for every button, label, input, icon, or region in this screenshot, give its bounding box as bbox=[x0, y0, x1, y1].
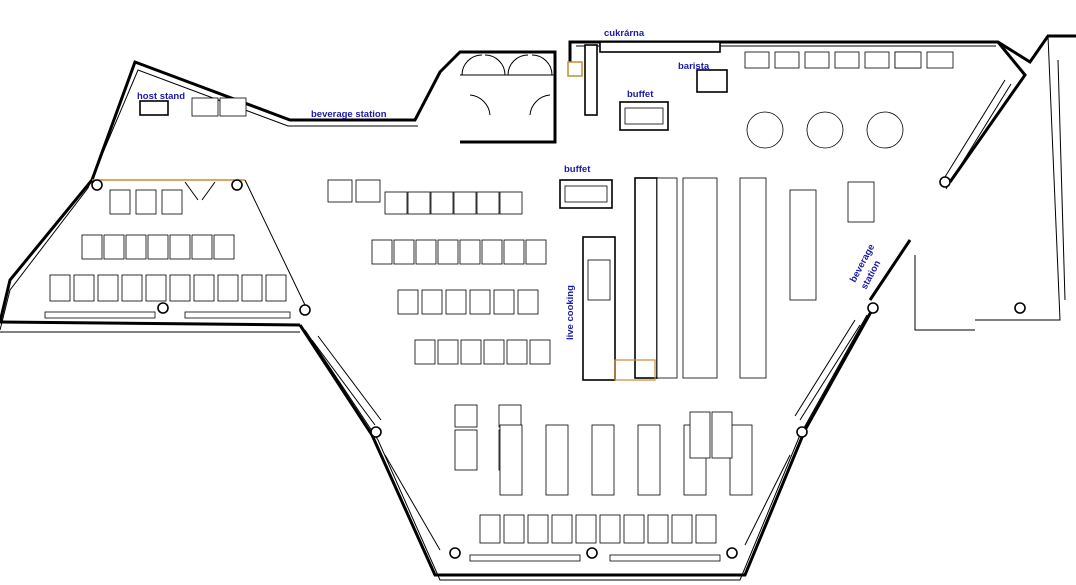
table bbox=[529, 339, 551, 365]
table bbox=[430, 191, 454, 215]
table bbox=[445, 289, 467, 315]
table bbox=[623, 514, 645, 544]
table bbox=[265, 274, 287, 302]
dining-tables bbox=[49, 51, 954, 544]
table bbox=[453, 191, 477, 215]
table bbox=[414, 339, 436, 365]
table bbox=[527, 514, 549, 544]
table bbox=[49, 274, 71, 302]
table bbox=[689, 411, 711, 459]
table bbox=[73, 274, 95, 302]
table bbox=[371, 239, 393, 265]
table bbox=[125, 234, 147, 260]
entrance-doors bbox=[184, 54, 555, 201]
label-cukrarna: cukrárna bbox=[604, 28, 645, 39]
table bbox=[454, 429, 478, 471]
table bbox=[506, 339, 528, 365]
table bbox=[498, 404, 522, 428]
table bbox=[744, 51, 770, 69]
table bbox=[81, 234, 103, 260]
table bbox=[575, 514, 597, 544]
table bbox=[804, 51, 830, 69]
table bbox=[393, 239, 415, 265]
table bbox=[407, 191, 431, 215]
table bbox=[437, 239, 459, 265]
table bbox=[161, 189, 183, 215]
table bbox=[103, 234, 125, 260]
label-beverage-station-top: beverage station bbox=[311, 109, 387, 120]
table bbox=[479, 514, 501, 544]
table bbox=[517, 289, 539, 315]
table bbox=[481, 239, 503, 265]
table bbox=[217, 274, 239, 302]
table bbox=[241, 274, 263, 302]
table bbox=[695, 514, 717, 544]
label-host-stand: host stand bbox=[137, 91, 185, 102]
table bbox=[864, 51, 890, 69]
table bbox=[503, 239, 525, 265]
label-buffet-mid: buffet bbox=[564, 164, 591, 175]
live-cooking-station bbox=[582, 177, 678, 381]
table bbox=[459, 239, 481, 265]
table bbox=[551, 514, 573, 544]
table bbox=[145, 274, 167, 302]
label-barista: barista bbox=[678, 61, 710, 72]
table bbox=[109, 189, 131, 215]
table bbox=[193, 274, 215, 302]
table bbox=[503, 514, 525, 544]
table bbox=[499, 424, 523, 496]
table bbox=[671, 514, 693, 544]
round-tables bbox=[746, 111, 904, 149]
window-benches bbox=[44, 79, 1012, 562]
table bbox=[421, 289, 443, 315]
label-buffet-top: buffet bbox=[627, 89, 654, 100]
cukrarna-counter bbox=[139, 41, 728, 116]
building-walls bbox=[0, 34, 1076, 581]
table bbox=[191, 97, 219, 117]
table bbox=[545, 424, 569, 496]
table bbox=[97, 274, 119, 302]
table bbox=[469, 289, 491, 315]
table bbox=[213, 234, 235, 260]
table bbox=[834, 51, 860, 69]
table bbox=[774, 51, 800, 69]
table bbox=[135, 189, 157, 215]
buffet-counters bbox=[559, 101, 669, 209]
table bbox=[647, 514, 669, 544]
table bbox=[493, 289, 515, 315]
table bbox=[169, 234, 191, 260]
table bbox=[121, 274, 143, 302]
label-live-cooking: live cooking bbox=[565, 285, 576, 340]
table bbox=[499, 191, 523, 215]
table bbox=[147, 234, 169, 260]
table bbox=[476, 191, 500, 215]
table bbox=[483, 339, 505, 365]
table bbox=[415, 239, 437, 265]
table bbox=[219, 97, 247, 117]
columns bbox=[91, 176, 1026, 559]
table bbox=[355, 179, 381, 203]
table bbox=[460, 339, 482, 365]
table bbox=[397, 289, 419, 315]
table bbox=[729, 424, 753, 496]
table bbox=[637, 424, 661, 496]
table bbox=[739, 177, 767, 379]
table bbox=[711, 411, 733, 459]
table bbox=[169, 274, 191, 302]
table bbox=[591, 424, 615, 496]
table bbox=[454, 404, 478, 428]
table bbox=[599, 514, 621, 544]
table bbox=[847, 181, 875, 223]
table bbox=[525, 239, 547, 265]
table bbox=[437, 339, 459, 365]
table bbox=[926, 51, 954, 69]
table bbox=[789, 189, 817, 301]
table bbox=[384, 191, 408, 215]
table bbox=[327, 179, 353, 203]
table bbox=[894, 51, 922, 69]
table bbox=[191, 234, 213, 260]
table bbox=[682, 177, 718, 379]
